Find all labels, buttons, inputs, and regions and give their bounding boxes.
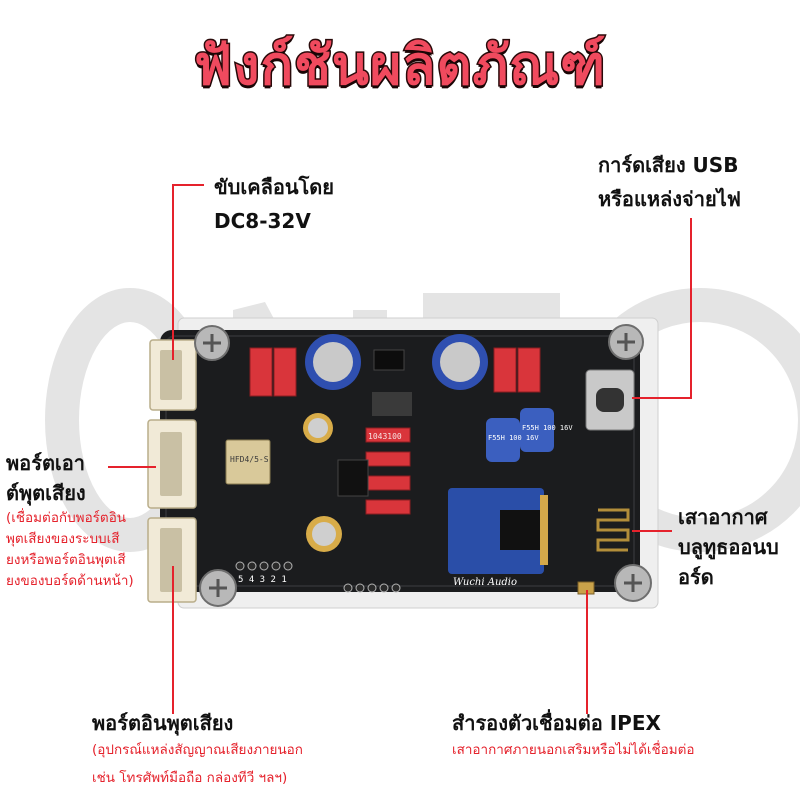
power-label: ขับเคลือนโดย DC8-32V <box>214 175 334 233</box>
ipex-note: เสาอากาศภายนอกเสริมหรือไม่ได้เชื่อมต่อ <box>452 742 695 758</box>
antenna-label: เสาอากาศ บลูทูธออนบ อร์ด <box>678 505 779 589</box>
resistor-text: 1043100 <box>368 432 402 441</box>
callout-line-usb <box>690 218 692 398</box>
usb-label: การ์ดเสียง USB หรือแหล่งจ่ายไฟ <box>598 153 741 211</box>
callout-line-usb-horiz <box>632 397 692 399</box>
pin-numbers: 5 4 3 2 1 <box>238 575 287 585</box>
callout-line-antenna <box>632 530 672 532</box>
page-title: ฟังก์ชันผลิตภัณฑ์ <box>192 33 607 99</box>
ipex-label: สำรองตัวเชื่อมต่อ IPEX <box>452 711 661 735</box>
cap-left-text: F55H 100 16V <box>488 434 539 442</box>
callout-line-audio-in <box>172 566 174 714</box>
callout-line-audio-out <box>108 466 156 468</box>
callout-line-power <box>172 184 204 186</box>
callout-line-power-vert <box>172 184 174 360</box>
audio-input-note-2: เช่น โทรศัพท์มือถือ กล่องทีวี ฯลฯ) <box>92 770 288 786</box>
audio-input-label: พอร์ตอินพุตเสียง <box>92 711 234 735</box>
callout-line-ipex <box>586 590 588 714</box>
cap-right-text: F55H 100 16V <box>522 424 573 432</box>
relay-text: HFD4/5-S <box>230 455 269 464</box>
audio-output-note: (เชื่อมต่อกับพอร์ตอิน พุตเสียงของระบบเสี… <box>6 510 134 589</box>
audio-output-label: พอร์ตเอา ต์พุตเสียง <box>6 451 86 505</box>
brand-text: Wuchi Audio <box>453 577 517 588</box>
audio-input-note-1: (อุปกรณ์แหล่งสัญญาณเสียงภายนอก <box>92 742 303 758</box>
